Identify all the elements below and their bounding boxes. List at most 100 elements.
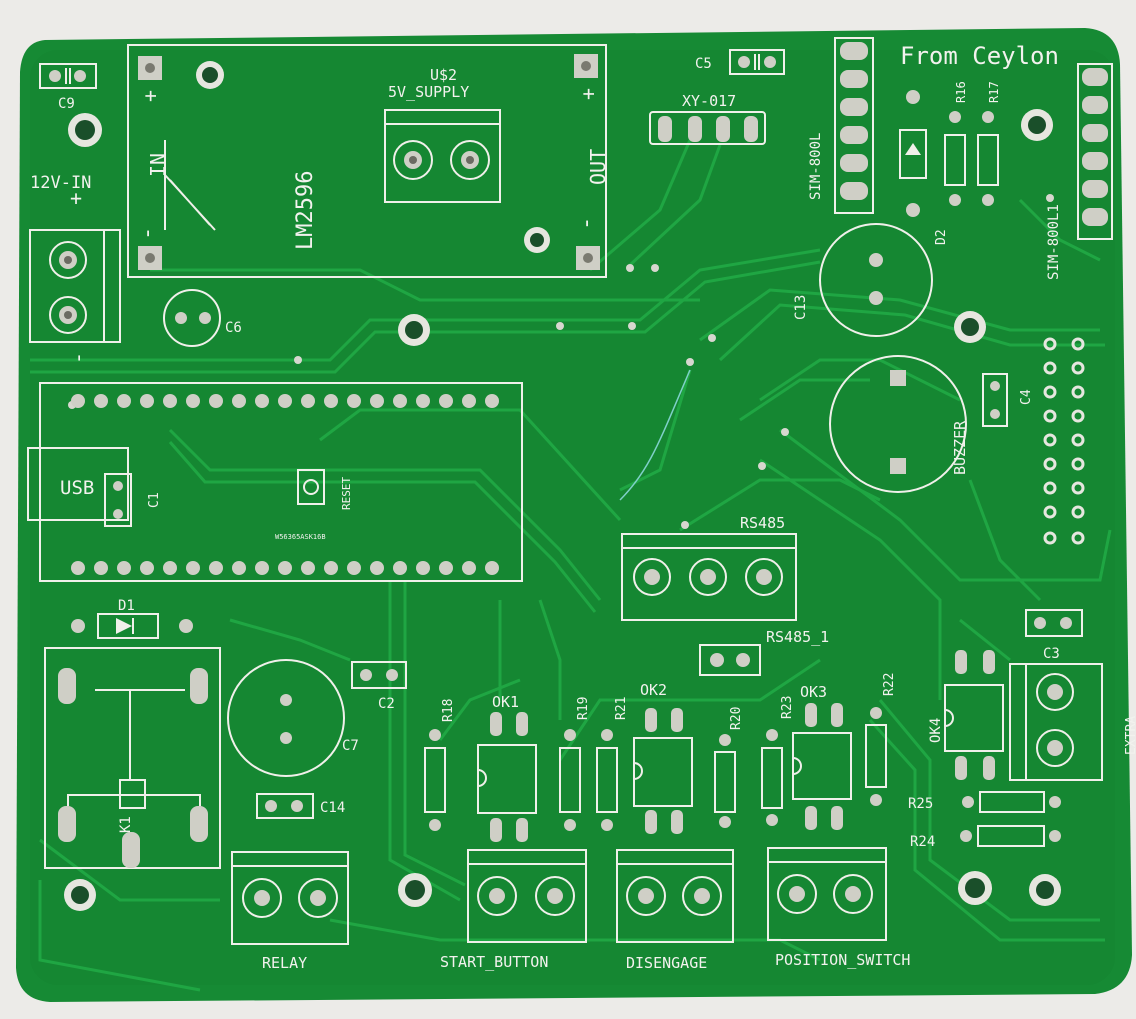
- mount-hole: [68, 113, 102, 147]
- ok1-optocoupler: OK1: [477, 693, 537, 842]
- ok3-label: OK3: [800, 683, 827, 701]
- r18-label: R18: [441, 699, 456, 722]
- mcu-top-pins: [71, 394, 499, 408]
- r16-label: R16: [954, 81, 968, 103]
- 12v-in-label: 12V-IN: [30, 173, 91, 193]
- relay-label: RELAY: [262, 954, 307, 972]
- rs485-label: RS485: [740, 514, 785, 532]
- c13-label: C13: [793, 295, 809, 320]
- sim800l-label: SIM-800L: [808, 133, 824, 200]
- r16-resistor: R16: [944, 81, 968, 206]
- chip-code-label: W56365ASK16B: [275, 533, 326, 541]
- c1-capacitor: C1: [104, 473, 162, 527]
- r17-resistor: R17: [977, 81, 1001, 206]
- bodge-wire: [619, 369, 691, 501]
- ok4-label: OK4: [928, 718, 944, 743]
- d1-diode: D1: [71, 598, 193, 639]
- r17-label: R17: [987, 81, 1001, 103]
- ok2-optocoupler: OK2: [633, 681, 693, 834]
- r25-resistor: R25: [908, 791, 1061, 813]
- c7-label: C7: [342, 738, 359, 754]
- c2-label: C2: [378, 696, 395, 712]
- extra-label: EXTRA: [1124, 716, 1136, 755]
- r23-label: R23: [780, 696, 795, 719]
- c9-label: C9: [58, 96, 75, 112]
- start-button-label: START_BUTTON: [440, 953, 548, 971]
- reset-label: RESET: [340, 477, 353, 510]
- rs485-1-label: RS485_1: [766, 628, 829, 646]
- sim800l-header: SIM-800L: [808, 37, 874, 214]
- rs485-1-header: RS485_1: [699, 628, 829, 676]
- c2-capacitor: C2: [351, 661, 407, 712]
- position-switch-label: POSITION_SWITCH: [775, 951, 910, 969]
- start-button-terminal: START_BUTTON: [440, 849, 587, 971]
- lm2596-label: LM2596: [293, 171, 318, 250]
- c13-capacitor: C13: [793, 223, 933, 337]
- extra-terminal: EXTRA: [1009, 663, 1136, 781]
- from-ceylon-label: From Ceylon: [900, 42, 1059, 70]
- d2-label: D2: [934, 229, 949, 245]
- 12v-minus-label: -: [66, 352, 90, 364]
- sim800l1-label: SIM-800L1: [1046, 204, 1062, 280]
- mount-hole: [398, 873, 432, 907]
- disengage-terminal: DISENGAGE: [616, 849, 734, 972]
- supply-label: 5V_SUPPLY: [388, 83, 469, 101]
- k1-label: K1: [118, 816, 134, 833]
- ok2-label: OK2: [640, 681, 667, 699]
- ok3-optocoupler: OK3: [792, 683, 852, 830]
- mcu-bottom-pins: [71, 561, 499, 575]
- mount-hole: [1021, 109, 1053, 141]
- c9-capacitor: C9: [39, 63, 97, 112]
- dual-row-header: [1043, 337, 1085, 545]
- buzzer-label: BUZZER: [951, 420, 969, 475]
- ok4-optocoupler: OK4: [928, 650, 1004, 780]
- mount-hole: [64, 879, 96, 911]
- mount-hole: [954, 311, 986, 343]
- xy017-label: XY-017: [682, 92, 736, 110]
- c7-capacitor: C7: [227, 659, 359, 777]
- lm-out-label: OUT: [586, 149, 610, 185]
- r20-resistor: R20: [714, 707, 744, 828]
- supply-terminal: [384, 109, 501, 203]
- xy017-header: XY-017: [649, 92, 766, 145]
- d1-label: D1: [118, 598, 135, 614]
- lm-plus-out: +: [576, 88, 600, 100]
- r18-resistor: R18: [424, 699, 456, 831]
- r19-label: R19: [576, 697, 591, 720]
- c14-label: C14: [320, 800, 345, 816]
- copper-traces: [30, 139, 1112, 992]
- c4-label: C4: [1019, 389, 1034, 405]
- c5-capacitor: C5: [695, 49, 785, 75]
- r25-label: R25: [908, 796, 933, 812]
- c3-label: C3: [1043, 646, 1060, 662]
- mount-hole: [524, 227, 550, 253]
- buzzer: BUZZER: [829, 355, 969, 493]
- r22-label: R22: [882, 673, 897, 696]
- lm-in-label: IN: [146, 153, 170, 177]
- rs485-terminal: RS485: [621, 514, 797, 621]
- r21-label: R21: [614, 697, 629, 720]
- sim800l1-header: SIM-800L1: [1046, 63, 1113, 280]
- r24-resistor: R24: [910, 825, 1061, 850]
- usb-port-outline: [27, 447, 129, 521]
- r19-resistor: R19: [559, 697, 591, 831]
- mounting-holes: [64, 61, 1061, 911]
- lm-minus-in: -: [135, 227, 160, 240]
- usb-label: USB: [60, 477, 94, 499]
- mount-hole: [196, 61, 224, 89]
- mount-hole: [1029, 874, 1061, 906]
- c6-capacitor: C6: [163, 289, 242, 347]
- r23-resistor: R23: [761, 696, 795, 826]
- r20-label: R20: [729, 707, 744, 730]
- d2-diode: D2: [899, 90, 949, 245]
- lm2596-module: + IN - LM2596 U$2 5V_SUPPLY OUT + -: [127, 44, 610, 278]
- r22-resistor: R22: [865, 673, 897, 806]
- relay-terminal: RELAY: [231, 851, 349, 972]
- c4-capacitor: C4: [982, 373, 1034, 427]
- r24-label: R24: [910, 834, 935, 850]
- lm-plus-in: +: [138, 90, 162, 102]
- reset-button-outline: [297, 469, 325, 505]
- c14-capacitor: C14: [256, 793, 345, 819]
- 12v-in-terminal: [29, 229, 121, 343]
